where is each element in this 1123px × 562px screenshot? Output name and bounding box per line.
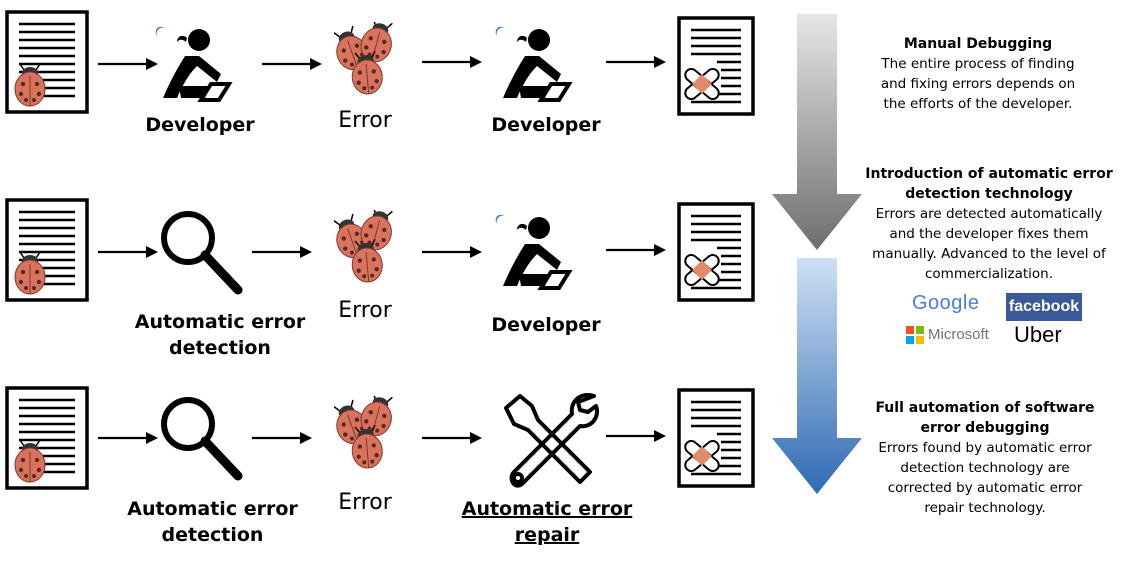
stage-text: The entire process of finding and fixing…: [880, 56, 1076, 112]
arrow-right-icon: [606, 430, 668, 444]
developer-icon: [495, 24, 589, 104]
microsoft-squares-icon: [906, 326, 924, 344]
google-logo: Google: [912, 292, 980, 314]
row2-actor-label: Automatic error detection: [134, 311, 306, 359]
stage-text: Errors found by automatic error detectio…: [878, 440, 1092, 516]
arrow-right-icon: [98, 246, 160, 260]
stage-title: Introduction of automatic error detectio…: [865, 166, 1113, 202]
ladybug-icon: [14, 439, 46, 483]
arrow-right-icon: [422, 432, 484, 446]
uber-logo: Uber: [1014, 322, 1062, 347]
stage-automation-description: Full automation of software error debugg…: [868, 398, 1102, 518]
stage-title: Manual Debugging: [903, 36, 1053, 52]
stage-title: Full automation of software error debugg…: [875, 400, 1095, 436]
row3-error-label: Error: [338, 490, 392, 515]
row2-error-label: Error: [338, 298, 392, 323]
arrow-right-icon: [262, 58, 324, 72]
stage-text: Errors are detected automatically and th…: [872, 206, 1106, 282]
arrow-right-icon: [98, 432, 160, 446]
ladybug-icon: [14, 251, 46, 295]
arrow-right-icon: [252, 432, 314, 446]
arrow-right-icon: [606, 56, 668, 70]
microsoft-logo: Microsoft: [928, 326, 989, 343]
progression-arrow-gray: [772, 14, 862, 250]
arrow-right-icon: [606, 244, 668, 258]
fixed-document-icon: [677, 16, 755, 116]
magnifier-icon: [158, 394, 248, 486]
arrow-right-icon: [422, 246, 484, 260]
progression-arrow-blue: [772, 258, 862, 494]
facebook-logo: facebook: [1006, 293, 1082, 321]
row2-fixer-label: Developer: [491, 314, 601, 336]
row1-error-label: Error: [338, 108, 392, 133]
bug-cluster-icon: [333, 396, 403, 476]
fixed-document-icon: [677, 388, 755, 488]
developer-icon: [495, 212, 589, 292]
row1-fixer-label: Developer: [491, 114, 601, 136]
wrench-screwdriver-icon: [504, 393, 599, 488]
bug-cluster-icon: [333, 210, 403, 290]
arrow-right-icon: [422, 56, 484, 70]
bug-cluster-icon: [333, 22, 403, 102]
fixed-document-icon: [677, 202, 755, 302]
arrow-right-icon: [98, 58, 160, 72]
developer-icon: [155, 24, 249, 104]
ladybug-icon: [14, 63, 46, 107]
arrow-right-icon: [252, 246, 314, 260]
row3-fixer-label: Automatic error repair: [461, 498, 633, 546]
stage-detection-description: Introduction of automatic error detectio…: [862, 164, 1116, 284]
row1-actor-label: Developer: [145, 114, 255, 136]
row3-actor-label: Automatic error detection: [127, 498, 298, 546]
magnifier-icon: [158, 208, 248, 300]
stage-manual-description: Manual Debugging The entire process of f…: [868, 34, 1088, 114]
